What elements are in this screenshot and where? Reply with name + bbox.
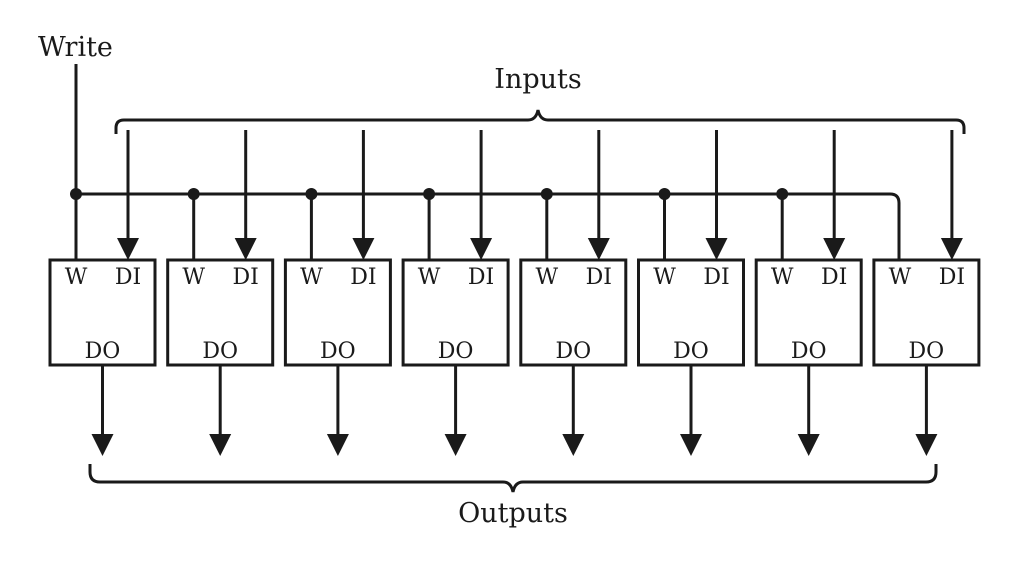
data-out-arrowhead xyxy=(209,434,232,456)
outputs-brace xyxy=(88,464,938,493)
memory-cell: W DI DO xyxy=(166,130,275,456)
memory-cell: W DI DO xyxy=(637,130,745,456)
junction-dot xyxy=(423,188,436,200)
inputs-label: Inputs xyxy=(494,64,581,95)
pin-label-data-out: DO xyxy=(202,339,238,364)
junction-dot xyxy=(70,188,82,200)
memory-cell-box xyxy=(637,258,745,367)
junction-dot xyxy=(187,188,200,200)
junction-dot xyxy=(776,188,789,200)
memory-cell: W DI DO xyxy=(48,130,157,456)
data-out-arrowhead xyxy=(915,434,938,456)
data-in-arrowhead xyxy=(352,238,375,260)
junction-dot xyxy=(540,188,553,200)
pin-label-write: W xyxy=(535,265,558,290)
pin-label-data-in: DI xyxy=(586,265,612,290)
memory-cell: W DI DO xyxy=(872,130,981,456)
pin-label-write: W xyxy=(300,265,323,290)
memory-cell-box xyxy=(401,258,510,367)
data-in-arrowhead xyxy=(940,238,963,260)
pin-label-write: W xyxy=(182,265,205,290)
data-in-arrowhead xyxy=(234,238,257,260)
pin-label-data-in: DI xyxy=(233,265,259,290)
pin-label-write: W xyxy=(653,265,676,290)
memory-cells: W DI DO W DI DO W DI DO W DI DO W DI DO W DI DO W DI DO W DI DO xyxy=(48,130,981,456)
data-out-arrowhead xyxy=(797,434,820,456)
write-label: Write xyxy=(38,32,113,63)
pin-label-data-out: DO xyxy=(438,339,474,364)
pin-label-data-out: DO xyxy=(791,339,827,364)
data-out-arrowhead xyxy=(91,434,114,456)
memory-cell-box xyxy=(872,258,981,367)
pin-label-data-out: DO xyxy=(320,339,356,364)
inputs-brace xyxy=(114,109,966,134)
data-out-arrowhead xyxy=(562,434,585,456)
data-in-arrowhead xyxy=(705,238,728,260)
pin-label-write: W xyxy=(771,265,794,290)
memory-cell: W DI DO xyxy=(283,130,392,456)
data-out-arrowhead xyxy=(326,434,349,456)
data-out-arrowhead xyxy=(680,434,702,456)
pin-label-data-in: DI xyxy=(939,265,965,290)
pin-label-write: W xyxy=(889,265,912,290)
junction-dot xyxy=(658,188,671,200)
pin-label-data-out: DO xyxy=(673,339,709,364)
pin-label-data-out: DO xyxy=(909,339,945,364)
junction-dot xyxy=(305,188,318,200)
pin-label-data-in: DI xyxy=(115,265,141,290)
outputs-label: Outputs xyxy=(458,498,568,529)
pin-label-data-in: DI xyxy=(350,265,376,290)
data-out-arrowhead xyxy=(444,434,467,456)
memory-cell: W DI DO xyxy=(401,130,510,456)
pin-label-write: W xyxy=(65,265,88,290)
pin-label-data-in: DI xyxy=(821,265,847,290)
pin-label-data-out: DO xyxy=(85,339,121,364)
pin-label-data-out: DO xyxy=(555,339,591,364)
data-in-arrowhead xyxy=(470,238,493,260)
memory-cell: W DI DO xyxy=(519,130,628,456)
memory-cell-box xyxy=(283,258,392,367)
pin-label-data-in: DI xyxy=(703,265,729,290)
memory-cell-box xyxy=(754,258,863,367)
memory-cell-box xyxy=(519,258,628,367)
pin-label-data-in: DI xyxy=(468,265,494,290)
memory-cell: W DI DO xyxy=(754,130,863,456)
pin-label-write: W xyxy=(418,265,441,290)
data-in-arrowhead xyxy=(587,238,610,260)
data-in-arrowhead xyxy=(823,238,846,260)
memory-cell-box xyxy=(48,258,157,367)
data-in-arrowhead xyxy=(117,238,139,260)
write-bus xyxy=(76,192,901,260)
